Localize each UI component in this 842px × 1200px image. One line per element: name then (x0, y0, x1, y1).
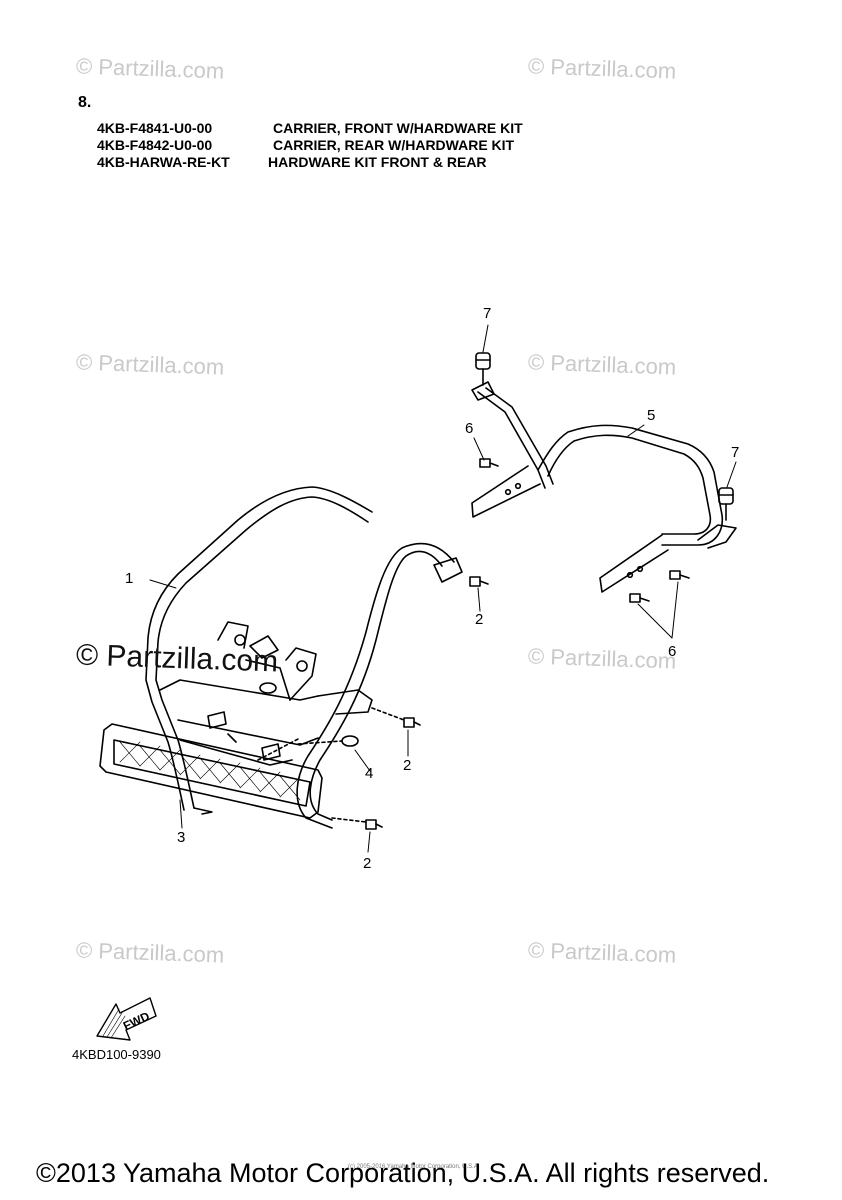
copyright-notice: ©2013 Yamaha Motor Corporation, U.S.A. A… (36, 1158, 770, 1188)
kit-description: CARRIER, REAR W/HARDWARE KIT (273, 137, 515, 153)
rubber-cap-7[interactable] (475, 352, 491, 386)
callout-1: 1 (125, 570, 133, 587)
kit-row: 4KB-HARWA-RE-KT HARDWARE KIT FRONT & REAR (97, 154, 487, 170)
callout-5: 5 (647, 407, 655, 424)
bolt-6[interactable] (479, 458, 499, 468)
callout-7: 7 (483, 305, 491, 322)
fwd-arrow-icon: FWD (96, 997, 157, 1041)
kit-description: HARDWARE KIT FRONT & REAR (268, 154, 487, 170)
callout-6: 6 (668, 643, 676, 660)
kit-row: 4KB-F4841-U0-00 CARRIER, FRONT W/HARDWARE… (97, 120, 523, 136)
rubber-cap-7[interactable] (718, 487, 734, 521)
diagram-code: 4KBD100-9390 (72, 1047, 161, 1062)
rear-carrier[interactable] (471, 381, 737, 593)
kit-part-number: 4KB-F4841-U0-00 (97, 120, 213, 136)
front-carrier[interactable] (145, 486, 463, 829)
kit-description: CARRIER, FRONT W/HARDWARE KIT (273, 120, 523, 136)
kit-part-number: 4KB-HARWA-RE-KT (97, 154, 230, 170)
grille-panel-3[interactable] (99, 723, 323, 819)
callout-3: 3 (177, 829, 185, 846)
washer-4[interactable] (297, 735, 359, 747)
watermark: © Partzilla.com (75, 638, 279, 679)
callout-2: 2 (475, 611, 483, 628)
callout-6: 6 (465, 420, 473, 437)
bolt-6[interactable] (669, 570, 690, 580)
callout-2: 2 (363, 855, 371, 872)
bolt-2[interactable] (331, 817, 383, 830)
bolt-6[interactable] (629, 593, 650, 603)
kit-row: 4KB-F4842-U0-00 CARRIER, REAR W/HARDWARE … (97, 137, 514, 153)
kit-part-number: 4KB-F4842-U0-00 (97, 137, 213, 153)
bolt-2[interactable] (371, 707, 421, 728)
section-number: 8. (78, 94, 92, 111)
callout-2: 2 (403, 757, 411, 774)
tiny-copyright: (c) 2005-2016 Yamaha Motor Corporation, … (348, 1164, 480, 1170)
bolt-2[interactable] (469, 576, 489, 587)
callout-4: 4 (365, 765, 373, 782)
callout-7: 7 (731, 444, 739, 461)
